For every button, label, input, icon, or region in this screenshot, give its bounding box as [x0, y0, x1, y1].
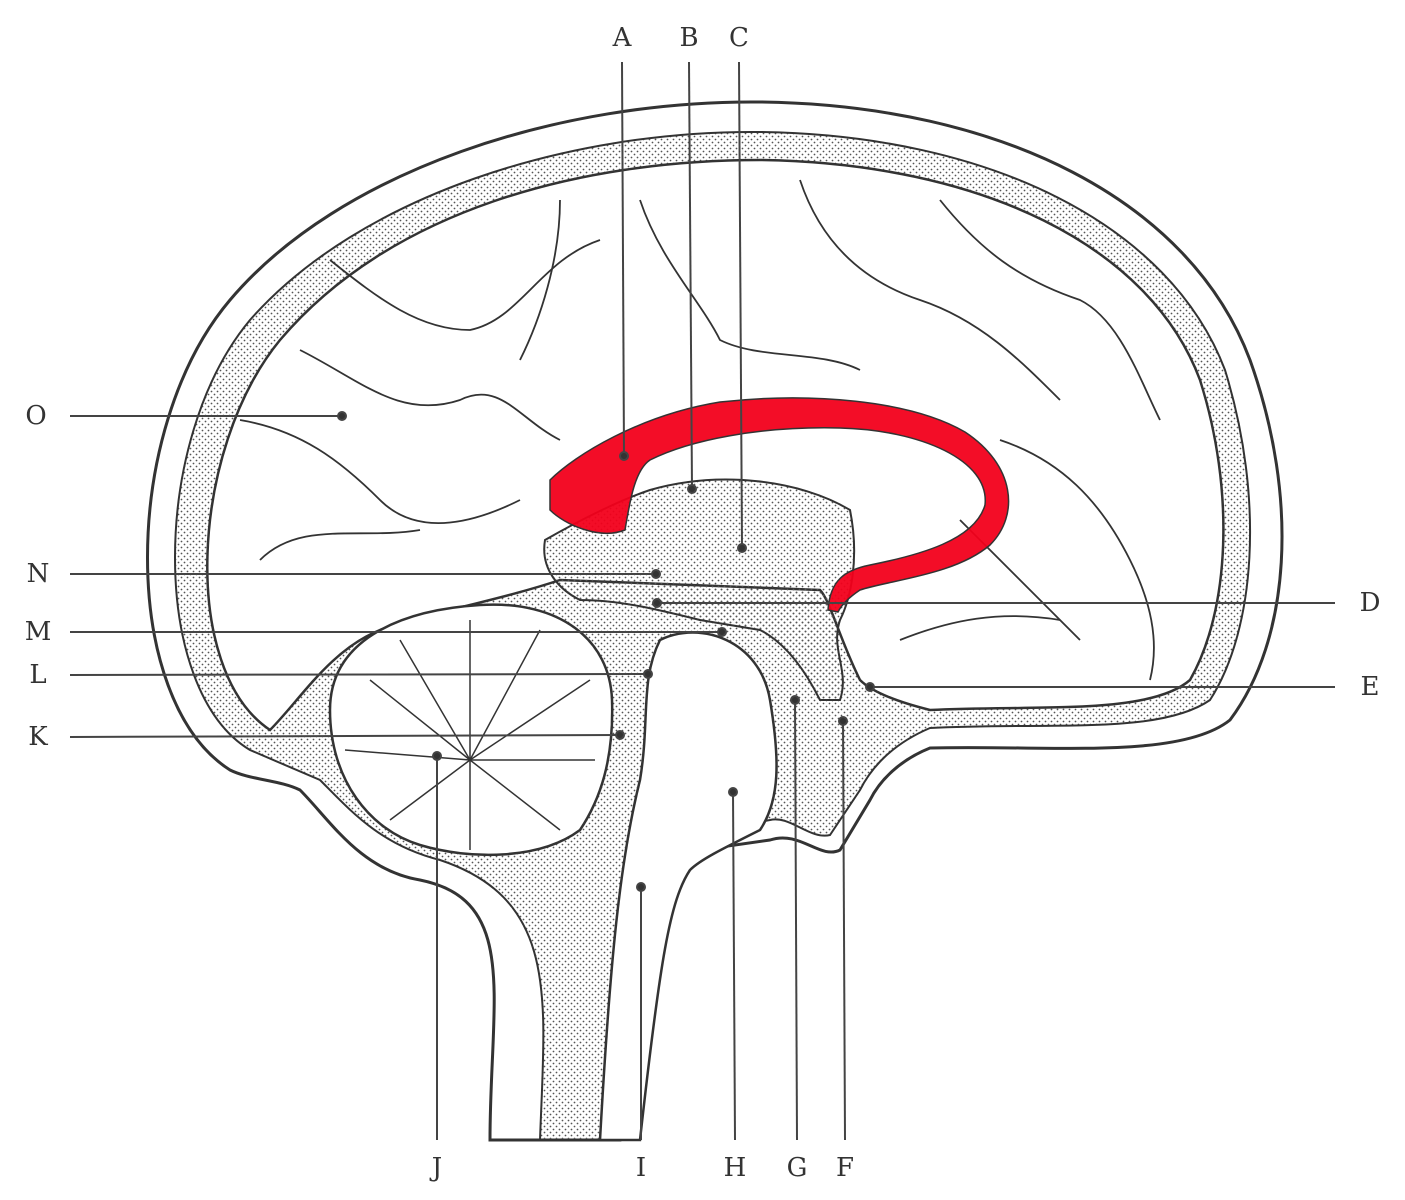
- label-l: L: [29, 660, 47, 690]
- leader-dot-h: [728, 787, 738, 797]
- leader-line-g: [794, 699, 798, 1141]
- label-j: J: [431, 1153, 443, 1183]
- brainstem: [598, 631, 778, 1142]
- leader-line-a: [621, 61, 625, 457]
- label-i: I: [635, 1153, 647, 1183]
- label-m: M: [24, 617, 52, 647]
- label-c: C: [729, 23, 749, 53]
- leader-dot-b: [687, 484, 697, 494]
- label-e: E: [1360, 672, 1380, 702]
- leader-dot-k: [615, 730, 625, 740]
- leader-lines: [69, 61, 1335, 1141]
- label-f: F: [835, 1153, 855, 1183]
- leader-dot-o: [337, 411, 347, 421]
- leader-dot-n: [651, 569, 661, 579]
- leader-line-f: [842, 720, 846, 1141]
- corpus-callosum-fill: [549, 397, 1010, 613]
- leader-dot-g: [790, 695, 800, 705]
- leader-line-l: [69, 673, 649, 676]
- label-k: K: [28, 722, 48, 752]
- label-h: H: [723, 1153, 747, 1183]
- label-n: N: [26, 559, 50, 589]
- leader-line-b: [688, 61, 693, 490]
- cerebrum: [206, 158, 1225, 732]
- leader-dot-f: [838, 716, 848, 726]
- leader-line-h: [732, 791, 736, 1141]
- leader-dot-c: [737, 543, 747, 553]
- label-o: O: [25, 401, 47, 431]
- leader-dot-l: [643, 669, 653, 679]
- label-b: B: [679, 23, 699, 53]
- leader-dot-e: [865, 682, 875, 692]
- leader-dot-d: [652, 598, 662, 608]
- leader-dot-a: [619, 451, 629, 461]
- leader-line-k: [69, 734, 621, 738]
- cerebellum-folia: [344, 620, 595, 850]
- leader-line-c: [738, 61, 743, 549]
- leader-dot-i: [636, 882, 646, 892]
- thalamus-region: [543, 478, 856, 701]
- cerebellum: [328, 603, 614, 857]
- label-d: D: [1359, 588, 1381, 618]
- gyri-lines: [239, 179, 1161, 681]
- leader-dot-m: [717, 627, 727, 637]
- label-a: A: [612, 23, 632, 53]
- label-g: G: [786, 1153, 808, 1183]
- leader-dot-j: [432, 751, 442, 761]
